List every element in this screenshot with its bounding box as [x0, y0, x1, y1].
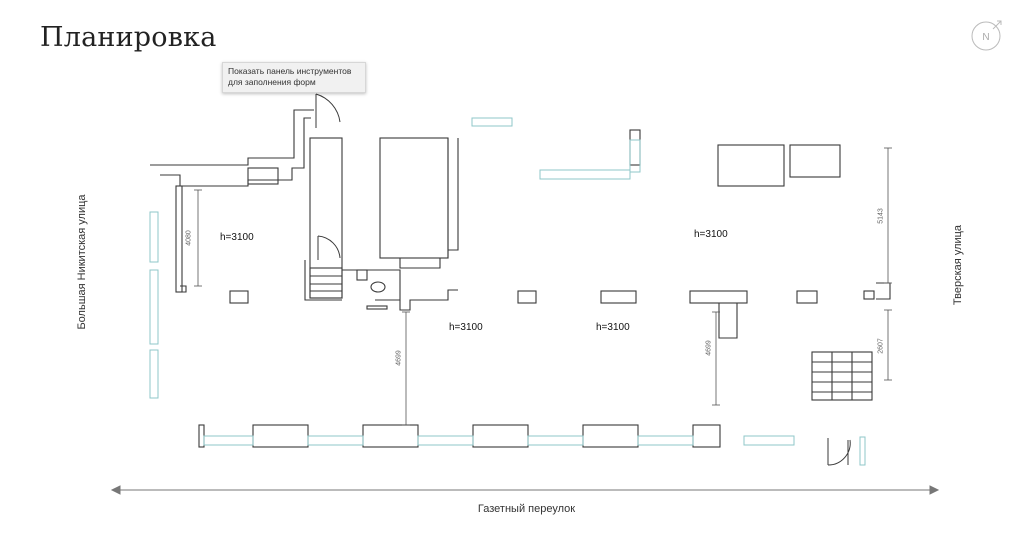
page-title: Планировка — [40, 22, 217, 53]
street-name-left: Большая Никитская улица — [76, 194, 88, 330]
compass-letter: N — [982, 32, 989, 43]
room-height-label: h=3100 — [449, 322, 483, 333]
dimension-value: 4699 — [395, 350, 403, 366]
outer-wall-outline — [150, 109, 314, 166]
tooltip: Показать панель инструментов для заполне… — [222, 62, 366, 93]
compass-icon: N — [971, 20, 1002, 51]
street-arrow — [110, 485, 940, 495]
dimension-value: 2607 — [877, 338, 885, 354]
room-height-label: h=3100 — [596, 322, 630, 333]
room-height-label: h=3100 — [220, 232, 254, 243]
inner-wall-outline — [160, 117, 311, 187]
street-name-right: Тверская улица — [952, 224, 964, 306]
room-height-label: h=3100 — [694, 229, 728, 240]
dimension-value: 5143 — [877, 208, 885, 224]
street-name-bottom: Газетный переулок — [477, 503, 576, 515]
street-label-bottom: Газетный переулок — [0, 503, 1023, 515]
dimension-value: 4699 — [705, 340, 713, 356]
dimension-value: 4080 — [185, 230, 193, 246]
